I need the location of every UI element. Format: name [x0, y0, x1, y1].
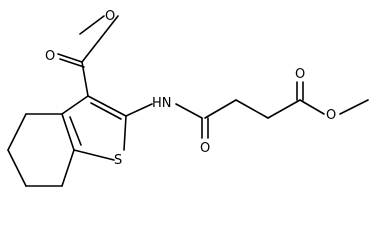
bond-c3-c2-double: [90, 102, 122, 120]
bond-c4-c5: [7, 113, 27, 151]
bonds: [7, 15, 369, 187]
atom-label-amide-nh: HN: [152, 96, 172, 111]
bond-ester-o-carbonyl-c: [81, 15, 119, 63]
atom-label-thiophene-s: S: [114, 153, 122, 168]
bond-n-amide-c: [175, 103, 203, 119]
bond-c2-s: [123, 115, 127, 151]
bond-ester2-c-o: [299, 99, 325, 115]
atom-label-ester2-o-single: O: [326, 108, 336, 123]
bond-c2-n: [125, 103, 153, 117]
atom-label-amide-o: O: [200, 141, 210, 156]
bond-ch2-ester-c: [267, 99, 301, 119]
bond-ch2-ch2: [235, 99, 269, 119]
bond-methyl-ester-o: [79, 15, 105, 35]
bond-s-c7a: [73, 149, 115, 161]
atom-label-ester2-o-carbonyl: O: [295, 67, 305, 82]
bond-c7-c7a: [61, 149, 75, 187]
bond-ester-c-double-o-a: [57, 53, 83, 63]
bond-c5-c6: [7, 149, 27, 187]
atom-label-ester-o-carbonyl: O: [45, 49, 55, 64]
bond-amide-c-ch2: [204, 99, 237, 119]
atom-labels: O O HN O S O O: [45, 9, 336, 168]
atom-label-ester-o-single: O: [105, 9, 115, 24]
bond-c3a-c3: [61, 95, 89, 115]
bond-c7a-c3a-double: [69, 116, 82, 146]
bond-c7a-c3a: [61, 113, 75, 151]
molecule-structure-diagram: O O HN O S O O: [7, 9, 369, 187]
bond-ester-c-double-o-b: [59, 58, 85, 68]
bond-c3-c2: [87, 95, 127, 117]
bond-ester2-o-methyl: [339, 99, 369, 115]
bond-carbonyl-c-ring: [81, 61, 89, 97]
